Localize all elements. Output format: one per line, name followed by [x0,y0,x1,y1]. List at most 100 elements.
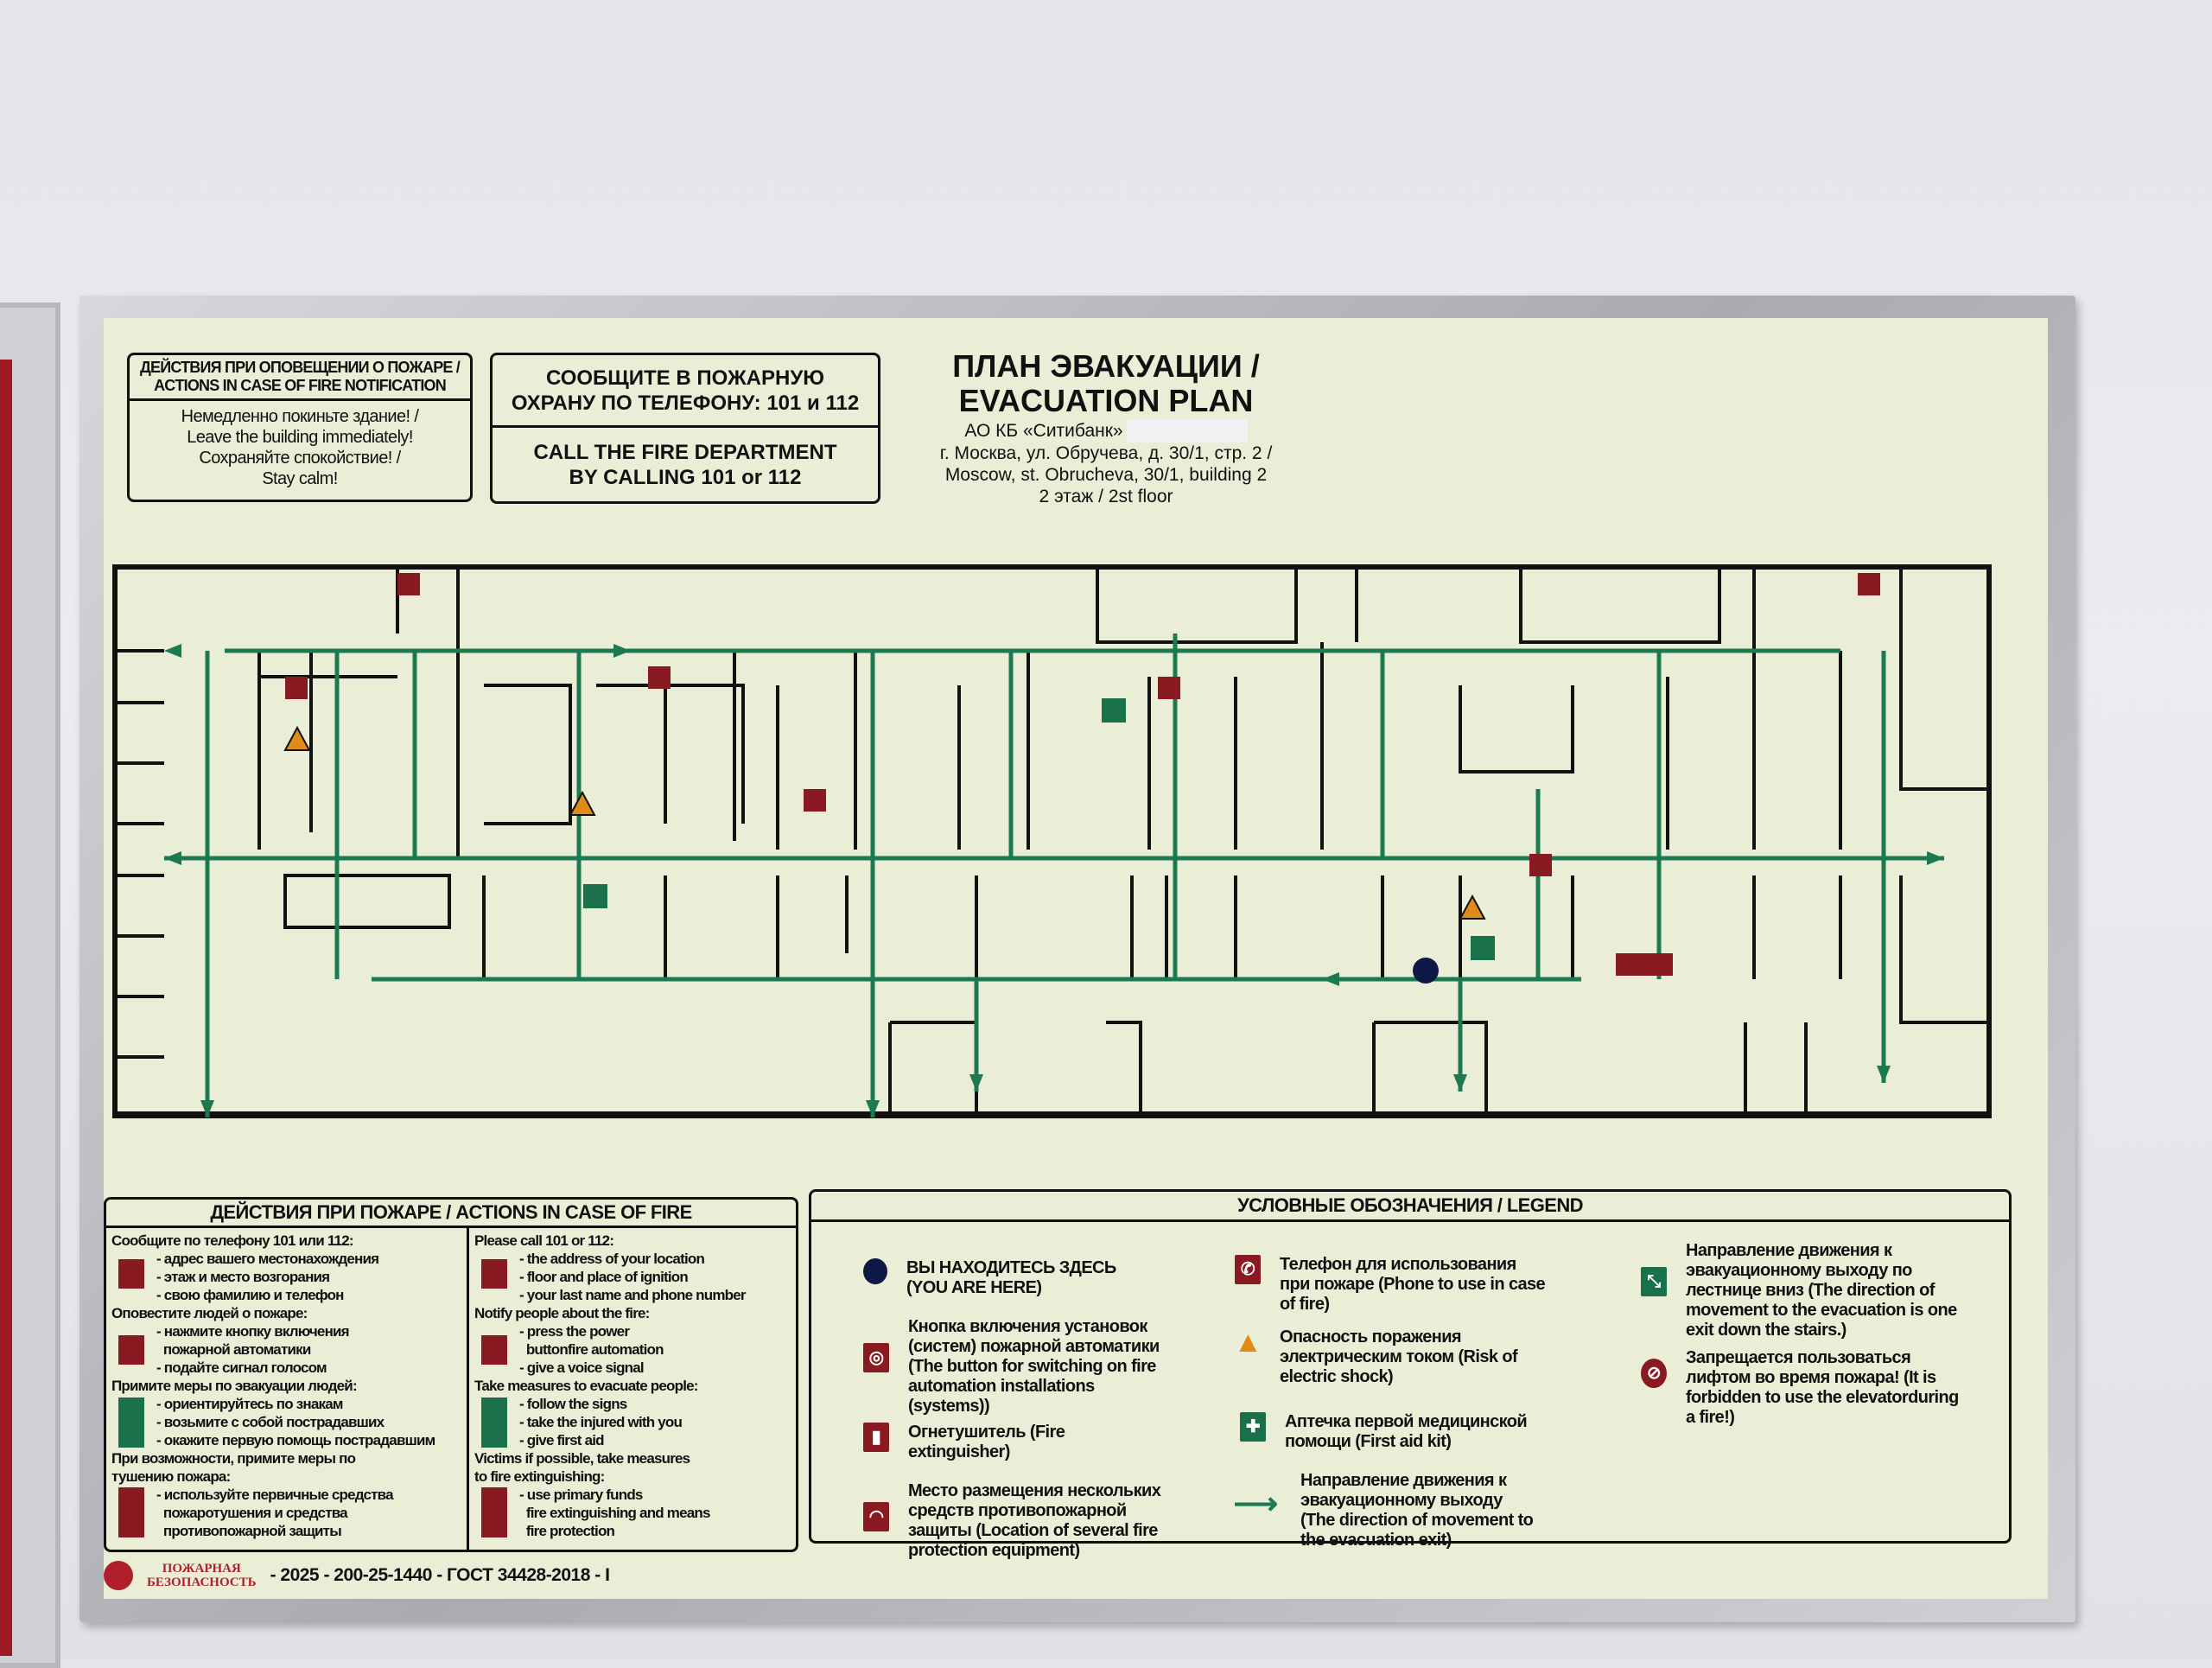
fire-extinguisher-icon [1616,953,1673,976]
actions-heading: При возможности, примите меры по [111,1450,356,1467]
notification-line: Stay calm! [262,469,338,488]
address-ru: г. Москва, ул. Обручева, д. 30/1, стр. 2… [939,443,1273,464]
actions-title: ДЕЙСТВИЯ ПРИ ПОЖАРЕ / ACTIONS IN CASE OF… [106,1200,796,1228]
exit-sign-icon [481,1397,507,1448]
actions-line: - floor and place of ignition [519,1269,689,1285]
legend-item-no-elevator: ⊘ Запрещается пользоваться лифтом во врем… [1641,1348,1961,1428]
floor-plan [112,564,1992,1118]
stairs-down-exit-icon: ⤡ [1641,1267,1667,1296]
actions-line: fire protection [519,1523,615,1539]
fire-alarm-button-icon: ◎ [863,1343,889,1372]
legend-title: УСЛОВНЫЕ ОБОЗНАЧЕНИЯ / LEGEND [811,1192,2009,1222]
actions-line: - take the injured with you [519,1414,683,1430]
legend-text: Огнетушитель (Fire extinguisher) [908,1423,1065,1461]
evacuation-arrows [164,644,1944,1117]
legend-text: Направление движения к эвакуационному вы… [1300,1471,1534,1550]
arrow-icon [969,1074,983,1092]
fire-extinguisher-icon [1529,854,1552,876]
page-title-ru: ПЛАН ЭВАКУАЦИИ / [952,348,1260,384]
actions-line: - этаж и место возгорания [156,1269,330,1285]
actions-line: - give a voice signal [519,1359,645,1376]
actions-line: - используйте первичные средства [156,1487,394,1503]
you-are-here-icon [863,1258,887,1284]
legend-item-first-aid: ✚Аптечка первой медицинской помощи (Firs… [1240,1412,1534,1452]
notification-line: Немедленно покиньте здание! / [181,407,419,426]
arrow-icon [1453,1074,1467,1092]
standard-code: - 2025 - 200-25-1440 - ГОСТ 34428-2018 -… [270,1565,610,1585]
actions-line: buttonfire automation [519,1341,664,1358]
legend-item-fire-phone: ✆ Телефон для использования при пожаре (P… [1235,1255,1546,1315]
actions-line: - use primary funds [519,1487,643,1503]
phone-icon [481,1259,507,1289]
call-fire-department-box: СООБЩИТЕ В ПОЖАРНУЮ ОХРАНУ ПО ТЕЛЕФОНУ: … [490,353,880,504]
legend-text: Направление движения к эвакуационному вы… [1686,1241,1957,1340]
actions-line: - возьмите с собой пострадавших [156,1414,385,1430]
actions-line: пожарной автоматики [156,1341,311,1358]
fire-safety-logo-icon [104,1561,133,1590]
legend-text: Телефон для использования при пожаре (Ph… [1280,1255,1546,1314]
actions-line: - адрес вашего местонахождения [156,1251,379,1267]
exit-sign-icon [118,1397,144,1448]
fire-equipment-markers [283,573,1880,976]
arrow-icon [613,644,631,658]
organization-name: АО КБ «Ситибанк» [964,421,1123,441]
actions-line: - your last name and phone number [519,1287,747,1303]
fire-alarm-button-icon [397,573,420,595]
address-en: Moscow, st. Obrucheva, 30/1, building 2 [944,465,1268,486]
electric-shock-warning-icon: ▲ [1233,1325,1262,1359]
actions-ru: Сообщите по телефону 101 или 112: - адре… [106,1228,469,1551]
adjacent-sign-frame [0,302,60,1668]
electric-shock-warning-icon [569,790,596,816]
actions-line: - свою фамилию и телефон [156,1287,344,1303]
fire-alarm-button-icon [1158,677,1180,699]
legend-box: УСЛОВНЫЕ ОБОЗНАЧЕНИЯ / LEGEND ВЫ НАХОДИТ… [809,1189,2012,1560]
redaction-label [1126,420,1248,443]
actions-heading: Please call 101 or 112: [474,1232,614,1249]
fire-extinguisher-icon: ▮ [863,1423,889,1452]
first-aid-kit-icon: ✚ [1240,1412,1266,1442]
call-en-line1: CALL THE FIRE DEPARTMENT [533,441,837,464]
fire-alarm-button-icon [1858,573,1880,595]
first-aid-kit-icon [583,884,607,908]
arrow-icon [200,1100,214,1117]
legend-item-electric-shock: ▲Опасность поражения электрическим током… [1233,1325,1520,1387]
fire-equipment-icon [285,677,308,699]
legend-text: ВЫ НАХОДИТЕСЬ ЗДЕСЬ (YOU ARE HERE) [906,1258,1116,1297]
arrow-icon [164,644,181,658]
legend-text: Место размещения нескольких средств прот… [908,1481,1161,1560]
logo-text: ПОЖАРНАЯ [162,1562,241,1576]
logo-text: БЕЗОПАСНОСТЬ [147,1576,257,1589]
phone-icon: ✆ [1235,1255,1261,1284]
fire-alarm-button-icon [118,1335,144,1365]
page-title-en: EVACUATION PLAN [958,383,1254,418]
floor-label: 2 этаж / 2st floor [1039,487,1173,507]
first-aid-kit-icon [1102,698,1126,723]
actions-heading: Notify people about the fire: [474,1305,650,1321]
legend-item-fire-equipment: ◠ Место размещения нескольких средств про… [863,1481,1166,1561]
arrow-icon [866,1100,880,1117]
first-aid-kit-icon [1471,936,1495,960]
actions-line: - подайте сигнал голосом [156,1359,327,1376]
legend-text: Запрещается пользоваться лифтом во время… [1686,1348,1959,1427]
actions-line: - the address of your location [519,1251,705,1267]
evacuation-route [164,633,1944,1117]
fire-equipment-location-icon: ◠ [863,1502,889,1531]
evacuation-arrow-icon: ⟶ [1233,1485,1278,1521]
call-ru-line2: ОХРАНУ ПО ТЕЛЕФОНУ: 101 и 112 [511,392,860,415]
legend-text: Кнопка включения установок (систем) пожа… [908,1317,1160,1416]
fire-alarm-button-icon [481,1335,507,1365]
fire-extinguisher-icon [118,1487,144,1537]
actions-heading: Примите меры по эвакуации людей: [111,1378,358,1394]
actions-line: fire extinguishing and means [519,1505,711,1521]
actions-line: - нажмите кнопку включения [156,1323,350,1340]
actions-en: Please call 101 or 112: - the address of… [469,1228,796,1551]
actions-heading: Сообщите по телефону 101 или 112: [111,1232,354,1249]
call-en-line2: BY CALLING 101 or 112 [569,466,802,489]
walls [112,564,1992,1118]
actions-heading: Victims if possible, take measures [474,1450,690,1467]
actions-heading: to fire extinguishing: [474,1468,605,1485]
notification-line: Leave the building immediately! [187,428,413,447]
no-elevator-icon: ⊘ [1641,1359,1667,1388]
electric-shock-warning-icon [283,725,311,751]
